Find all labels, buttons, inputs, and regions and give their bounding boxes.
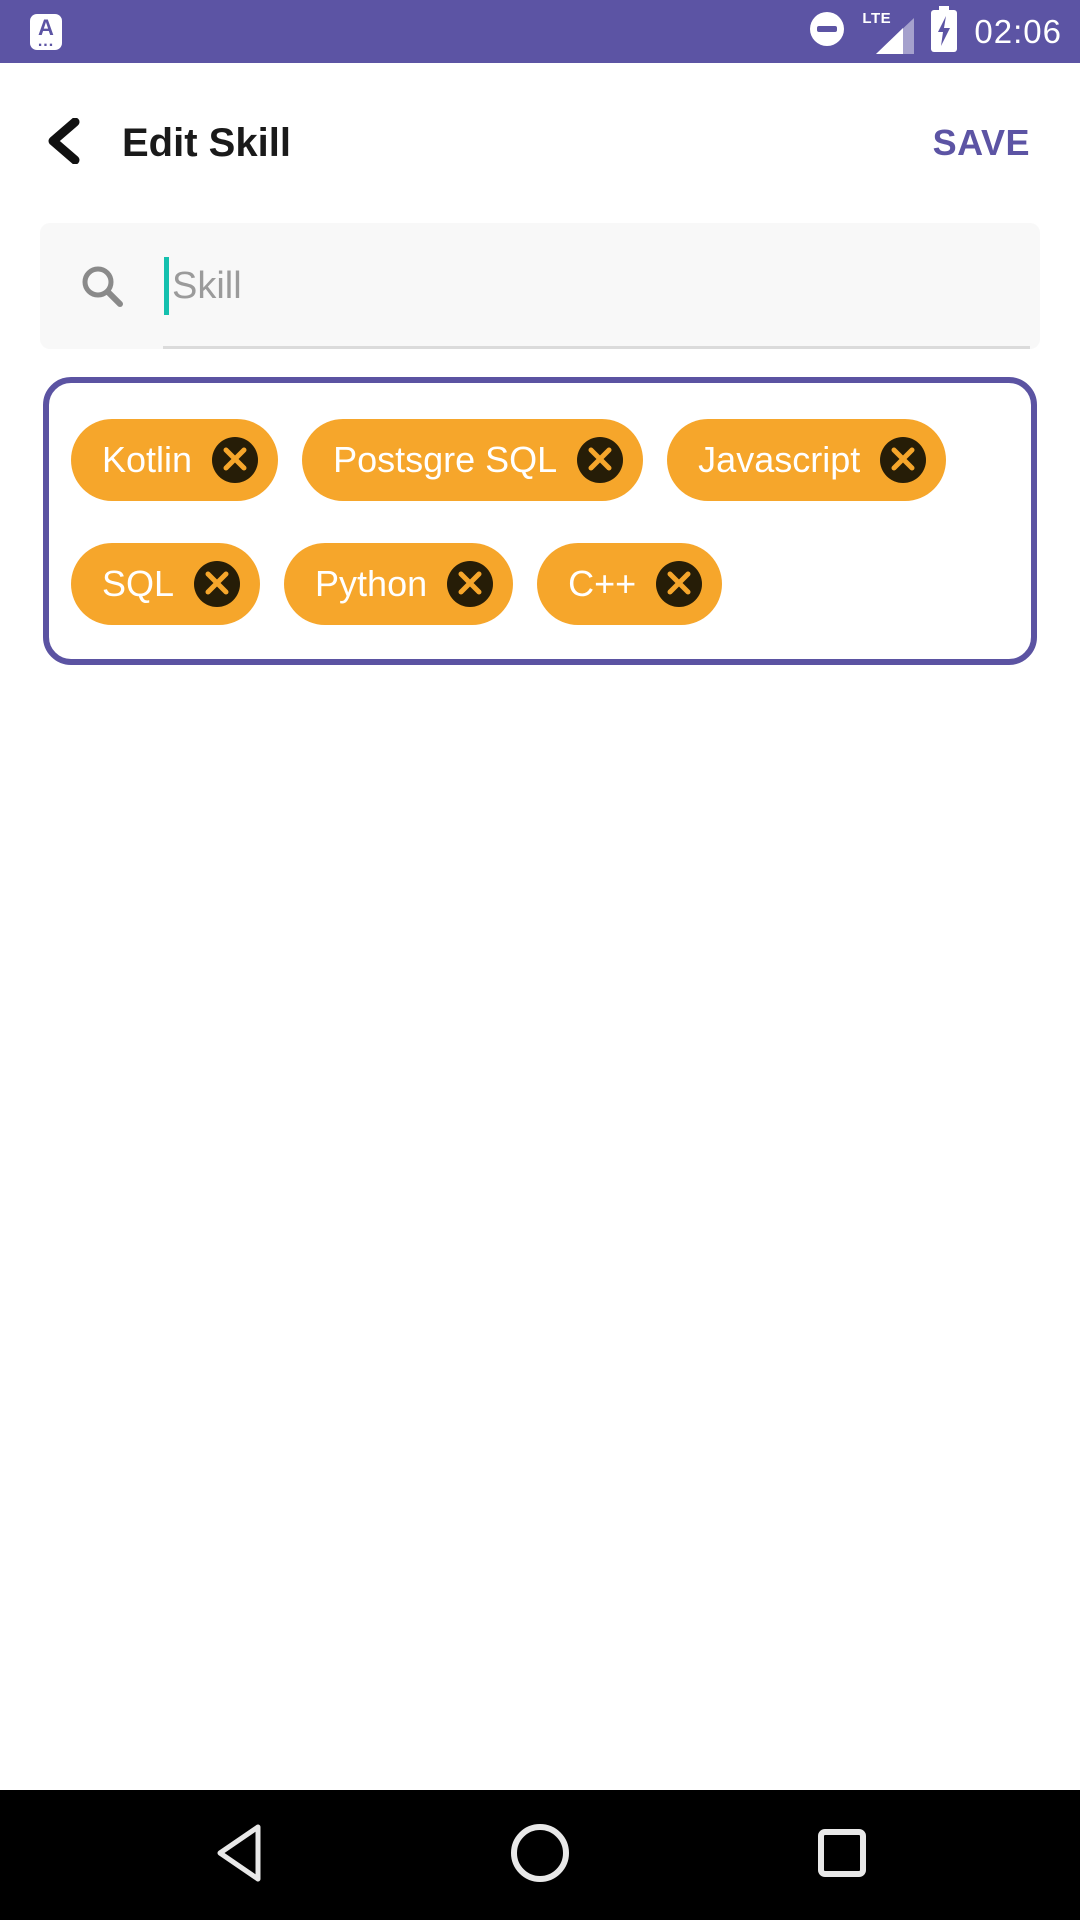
- close-icon: [457, 570, 483, 599]
- remove-skill-button[interactable]: [447, 561, 494, 607]
- nav-back-button[interactable]: [208, 1824, 268, 1885]
- close-icon: [890, 446, 916, 475]
- skill-chip[interactable]: SQL: [71, 543, 261, 625]
- skill-chip[interactable]: Javascript: [667, 419, 947, 501]
- lte-badge: LTE: [862, 9, 892, 27]
- skills-chip-panel: Kotlin Postsgre SQL Javascript: [43, 377, 1037, 665]
- close-icon: [587, 446, 613, 475]
- search-placeholder: Skill: [172, 264, 242, 307]
- skill-chip[interactable]: Kotlin: [71, 419, 279, 501]
- skill-chip-label: Postsgre SQL: [333, 439, 558, 480]
- close-icon: [666, 570, 692, 599]
- skill-search-field[interactable]: Skill: [40, 223, 1040, 349]
- search-icon: [40, 263, 164, 309]
- page-title: Edit Skill: [122, 120, 291, 165]
- app-icon-dots: ...: [37, 32, 55, 50]
- nav-recents-square-icon: [816, 1827, 868, 1884]
- clock-time: 02:06: [974, 12, 1062, 50]
- remove-skill-button[interactable]: [212, 437, 259, 483]
- skill-chip-label: SQL: [102, 563, 175, 604]
- app-icon-letter: A: [38, 14, 54, 40]
- skill-chip[interactable]: Postsgre SQL: [302, 419, 644, 501]
- skill-chip-label: Kotlin: [102, 439, 193, 480]
- skill-chip[interactable]: Python: [284, 543, 514, 625]
- back-button[interactable]: [40, 117, 86, 169]
- input-underline: [163, 346, 1030, 349]
- status-bar-right: LTE 02:06: [808, 6, 1062, 57]
- android-nav-bar: [0, 1790, 1080, 1920]
- close-icon: [222, 446, 248, 475]
- app-bar: Edit Skill SAVE: [0, 63, 1080, 223]
- nav-recents-button[interactable]: [812, 1825, 872, 1885]
- nav-back-triangle-icon: [212, 1822, 264, 1889]
- battery-charging-icon: [930, 6, 958, 57]
- content-whitespace: [0, 665, 1080, 1790]
- status-bar: A ... LTE 02:06: [0, 0, 1080, 63]
- remove-skill-button[interactable]: [194, 561, 241, 607]
- back-chevron-icon: [46, 117, 80, 169]
- skill-chip-label: Python: [315, 563, 428, 604]
- close-icon: [204, 570, 230, 599]
- cell-signal-icon: LTE: [862, 9, 915, 54]
- skill-chip-label: Javascript: [698, 439, 861, 480]
- notification-app-icon: A ...: [30, 13, 62, 50]
- remove-skill-button[interactable]: [577, 437, 624, 483]
- do-not-disturb-icon: [808, 10, 846, 53]
- nav-home-circle-icon: [509, 1822, 571, 1889]
- save-button[interactable]: SAVE: [932, 122, 1030, 163]
- text-cursor: [164, 257, 169, 315]
- remove-skill-button[interactable]: [656, 561, 703, 607]
- skill-chip[interactable]: C++: [537, 543, 723, 625]
- nav-home-button[interactable]: [510, 1823, 570, 1885]
- remove-skill-button[interactable]: [880, 437, 927, 483]
- skill-chip-label: C++: [568, 563, 637, 604]
